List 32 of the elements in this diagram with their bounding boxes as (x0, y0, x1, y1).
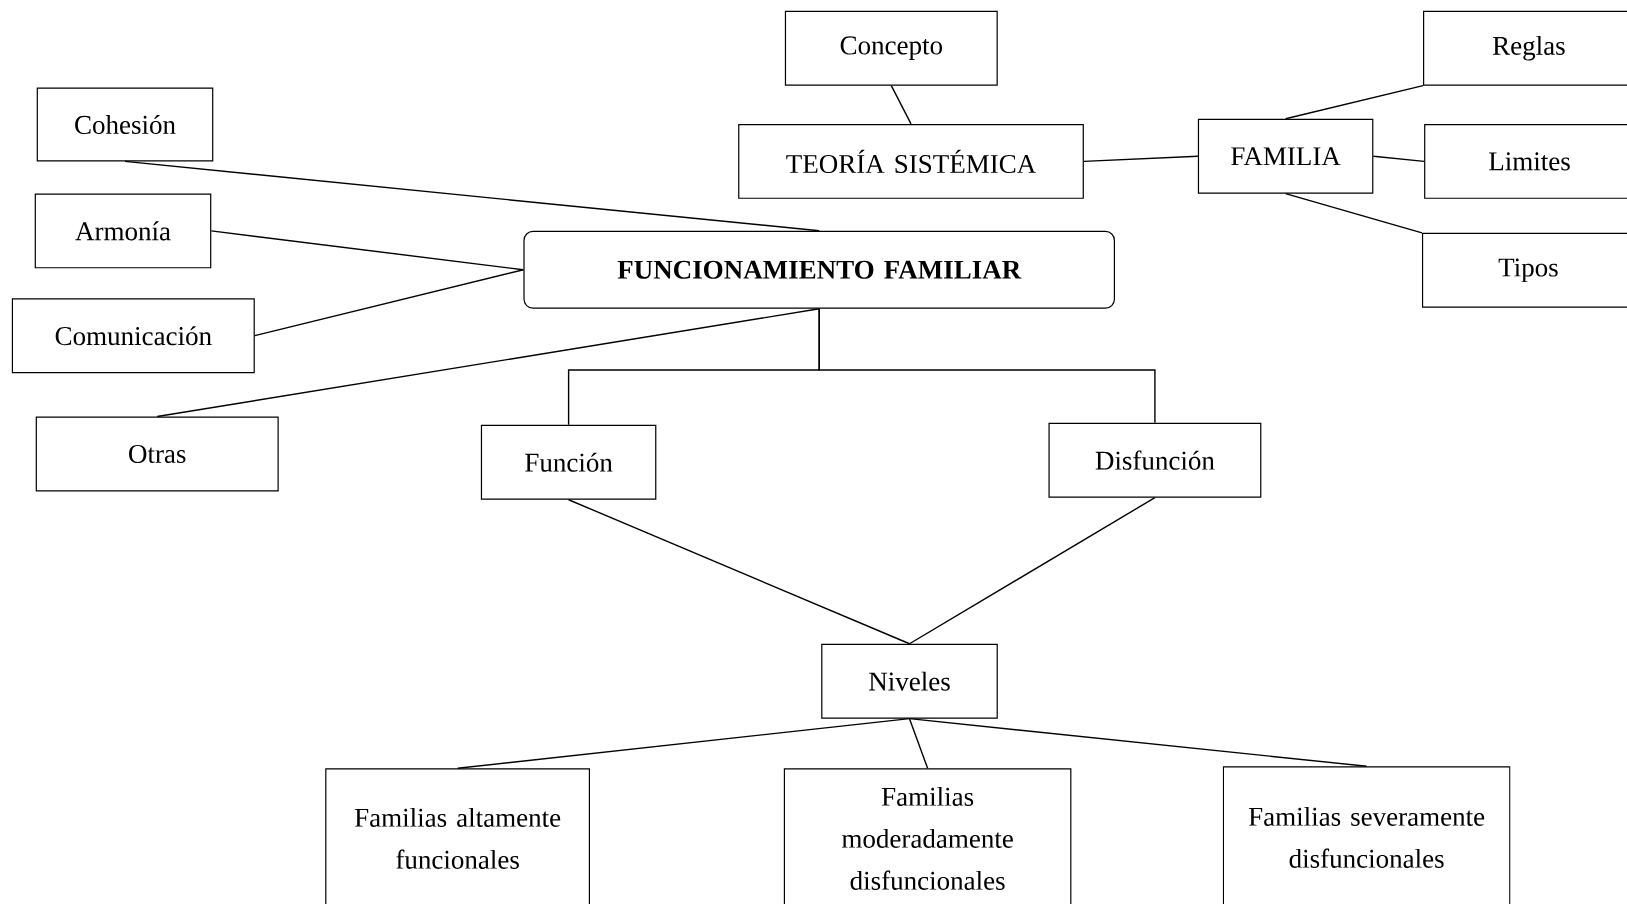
process-box: Concepto (784, 10, 998, 86)
title-box: FUNCIONAMIENTO FAMILIAR (523, 230, 1115, 309)
process-box: Función (480, 424, 657, 500)
process-box: Otras (35, 416, 279, 492)
connector-line (818, 308, 1156, 424)
connector-line (254, 269, 525, 337)
connector-line (1083, 155, 1199, 163)
connector-line (1372, 155, 1425, 163)
process-box: Limites (1424, 123, 1627, 199)
process-box: Armonía (34, 193, 212, 269)
process-box: Familias severamente disfuncionales (1222, 766, 1511, 904)
connector-line (908, 496, 1156, 645)
process-box: Niveles (821, 643, 998, 719)
process-box: TEORÍA SISTÉMICA (738, 123, 1084, 199)
connector-line (908, 717, 1368, 767)
process-box: Familias altamente funcionales (325, 768, 590, 904)
connector-line (456, 717, 911, 769)
connector-line (908, 717, 929, 769)
process-box: Comunicación (11, 298, 255, 374)
process-box: Cohesión (36, 87, 214, 162)
connector-line (156, 308, 820, 418)
connector-line (1284, 192, 1423, 234)
connector-line (210, 230, 525, 271)
process-box: Disfunción (1048, 422, 1262, 498)
connector-line (890, 84, 912, 125)
process-box: FAMILIA (1197, 118, 1374, 194)
connector-line (1284, 84, 1424, 120)
connector-line (124, 160, 820, 232)
process-box: Tipos (1421, 232, 1627, 308)
process-box: Familias moderadamente disfuncionales (783, 768, 1072, 904)
connector-line (567, 499, 911, 645)
process-box: Reglas (1423, 10, 1627, 86)
